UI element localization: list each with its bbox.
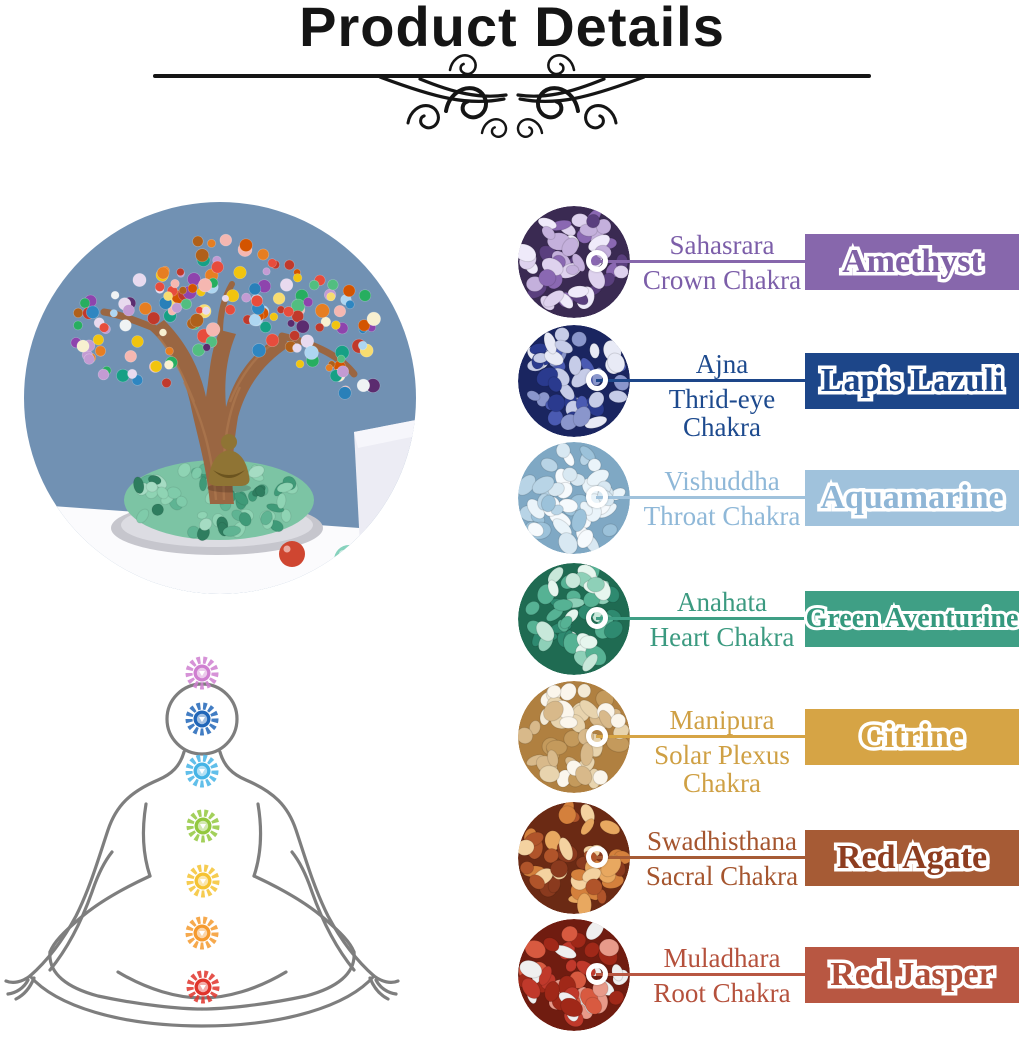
stone-name-outline: Green Aventurine: [803, 600, 1022, 637]
crystal-tree-image: [24, 202, 416, 594]
meditation-figure: [0, 640, 430, 1036]
sanskrit-name: Swadhisthana: [647, 825, 797, 856]
flourish-divider-icon: [153, 54, 871, 139]
buddha-statue: [207, 434, 251, 493]
chakra-icon-root: [186, 970, 220, 1004]
row-heart-green-aventurine: Anahata Heart Chakra Green Aventurine Gr…: [500, 559, 1024, 679]
stone-banner: Green Aventurine Green Aventurine: [803, 591, 1022, 647]
sanskrit-name: Muladhara: [663, 942, 781, 973]
marker-dot-icon: [586, 725, 608, 747]
connector-line: [596, 496, 806, 499]
stone-banner: Red Jasper Red Jasper: [805, 947, 1019, 1003]
connector-line: [596, 260, 806, 263]
red-jasper-stones-photo: [518, 919, 630, 1031]
chakra-name: Solar Plexus Chakra: [654, 740, 790, 799]
stone-name-outline: Red Jasper: [827, 953, 997, 997]
marker-dot-icon: [586, 250, 608, 272]
stone-name-outline: Aquamarine: [817, 476, 1007, 520]
stone-name: Aquamarine: [820, 479, 1004, 516]
stone-name-outline: Red Agate: [833, 836, 990, 880]
chakra-icon-heart: [186, 809, 220, 843]
chakra-icon-crown: [185, 656, 219, 690]
lotus-pose-outline: [4, 656, 400, 1028]
row-third-eye-lapis: Ajna Thrid-eye Chakra Lapis Lazuli Lapis…: [500, 321, 1024, 441]
chakra-icon-sacral: [185, 916, 219, 950]
chakra-name: Throat Chakra: [643, 501, 801, 531]
chakra-name: Sacral Chakra: [645, 861, 799, 891]
row-sacral-red-agate: Swadhisthana Sacral Chakra Red Agate Red…: [500, 798, 1024, 918]
chakra-icon-throat: [185, 754, 219, 788]
product-photo: [24, 202, 416, 594]
chakra-name: Root Chakra: [653, 978, 791, 1008]
page-title: Product Details: [299, 0, 725, 58]
flourish-strokes: [153, 54, 871, 139]
tree-trunk: [100, 281, 358, 504]
row-crown-amethyst: Sahasrara Crown Chakra Amethyst Amethyst: [500, 202, 1024, 322]
chakra-name: Heart Chakra: [649, 622, 795, 652]
sanskrit-name: Ajna: [695, 348, 749, 379]
stone-name: Green Aventurine: [805, 603, 1019, 634]
sanskrit-name: Vishuddha: [664, 465, 780, 496]
stone-name-outline: Citrine: [857, 715, 968, 759]
photo-box-top: [354, 420, 416, 448]
connector-line: [596, 735, 806, 738]
stone-banner: Lapis Lazuli Lapis Lazuli: [805, 353, 1019, 409]
stone-name: Citrine: [860, 718, 964, 755]
stone-name: Lapis Lazuli: [820, 362, 1004, 399]
stone-banner: Amethyst Amethyst: [805, 234, 1019, 290]
chakra-icon-solar-plexus: [186, 864, 220, 898]
marker-dot-icon: [586, 846, 608, 868]
marker-dot-icon: [586, 963, 608, 985]
connector-line: [596, 617, 806, 620]
stone-banner: Aquamarine Aquamarine: [805, 470, 1019, 526]
stone-name-outline: Lapis Lazuli: [817, 359, 1006, 403]
row-root-red-jasper: Muladhara Root Chakra Red Jasper Red Jas…: [500, 915, 1024, 1035]
crystal-canopy: [70, 233, 381, 400]
row-throat-aquamarine: Vishuddha Throat Chakra Aquamarine Aquam…: [500, 438, 1024, 558]
row-solar-plexus-citrine: Manipura Solar Plexus Chakra Citrine Cit…: [500, 677, 1024, 797]
stone-banner: Red Agate Red Agate: [805, 830, 1019, 886]
marker-dot-icon: [586, 607, 608, 629]
sanskrit-name: Sahasrara: [669, 229, 775, 260]
sanskrit-name: Manipura: [669, 704, 775, 735]
marker-dot-icon: [586, 486, 608, 508]
stone-name: Red Agate: [836, 839, 988, 876]
stone-banner: Citrine Citrine: [805, 709, 1019, 765]
stone-name: Amethyst: [842, 243, 982, 280]
sanskrit-name: Anahata: [677, 586, 767, 617]
connector-line: [596, 973, 806, 976]
connector-line: [596, 379, 806, 382]
citrine-stones-photo: [518, 681, 630, 793]
marker-dot-icon: [586, 369, 608, 391]
stone-name-outline: Amethyst: [839, 240, 986, 284]
chakra-stone-list: Sahasrara Crown Chakra Amethyst Amethyst…: [500, 0, 1024, 1036]
chakra-icon-third-eye: [185, 702, 219, 736]
chakra-name: Crown Chakra: [642, 265, 802, 295]
stone-name: Red Jasper: [830, 956, 994, 993]
green-aventurine-stones-photo: [518, 563, 630, 675]
red-agate-stones-photo: [518, 802, 630, 914]
chakra-name: Thrid-eye Chakra: [668, 384, 776, 443]
connector-line: [596, 856, 806, 859]
